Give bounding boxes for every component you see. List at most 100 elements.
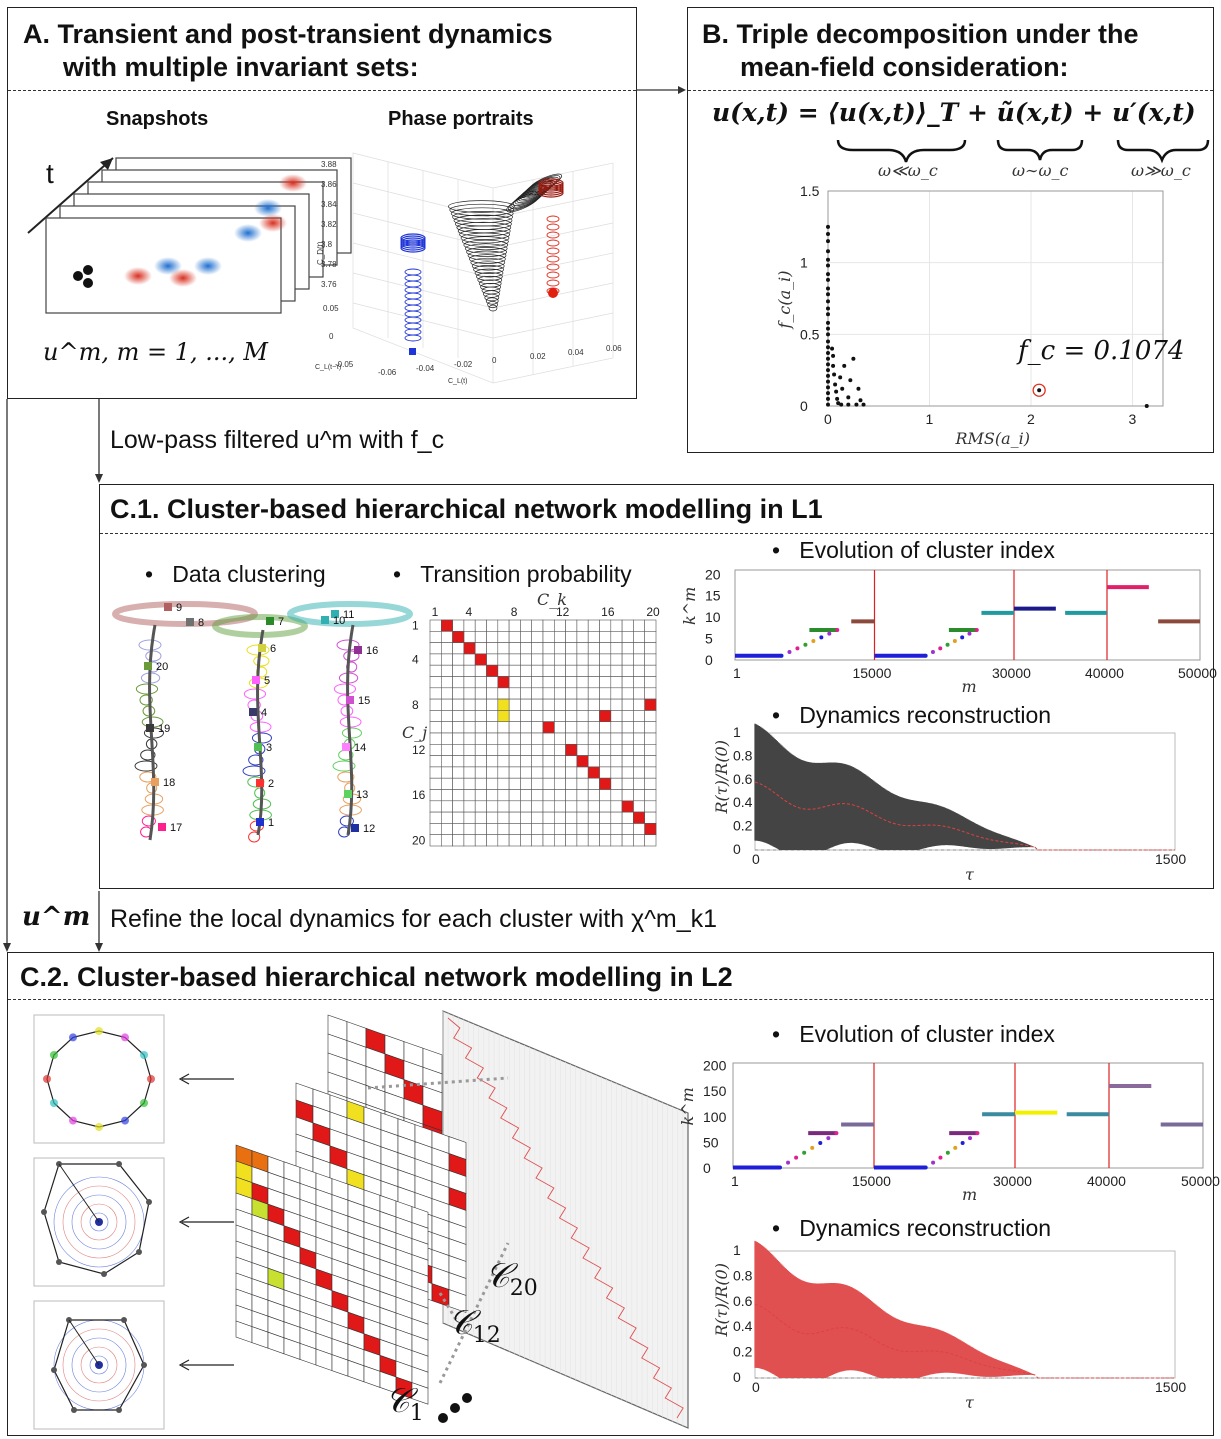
y-tick-label: 1 <box>733 1242 741 1258</box>
cluster-number: 2 <box>268 778 274 790</box>
red-orbit-loop <box>546 247 560 255</box>
matrix-cell <box>531 664 544 677</box>
matrix-cell <box>554 676 566 689</box>
matrix-cell <box>610 676 623 689</box>
transition-dot <box>779 653 784 658</box>
x-tick: -0.06 <box>378 368 397 377</box>
matrix-cell <box>520 642 533 655</box>
x-tick-label: 1 <box>733 665 741 681</box>
matrix-cell <box>508 664 521 677</box>
matrix-cell <box>440 676 453 689</box>
matrix-cell <box>520 744 533 756</box>
matrix-cell-high <box>440 619 453 632</box>
cluster-centroid <box>351 824 359 832</box>
network-node <box>121 1116 129 1125</box>
network-node <box>49 1099 58 1107</box>
panel-b-title-line1: B. Triple decomposition under the <box>702 19 1139 49</box>
matrix-cell <box>463 630 476 643</box>
matrix-cell <box>440 789 453 802</box>
cluster-loop <box>134 760 158 772</box>
matrix-cell <box>463 721 476 734</box>
orbit-ring <box>53 1176 145 1268</box>
matrix-cell <box>554 777 566 790</box>
matrix-cell <box>474 721 487 734</box>
matrix-cell <box>531 789 544 802</box>
cluster-loop <box>248 754 264 766</box>
y-tick-label: 0.8 <box>733 1267 753 1283</box>
network-node <box>95 1123 103 1131</box>
matrix-cell-mid <box>497 710 510 723</box>
matrix-cell <box>486 687 499 700</box>
cluster-number: 16 <box>366 645 378 657</box>
matrix-cell <box>531 732 544 745</box>
cluster-loop <box>332 760 356 772</box>
scatter-point <box>826 326 830 331</box>
matrix-cell <box>474 800 487 813</box>
ring-top-right <box>287 601 413 627</box>
cluster-number: 9 <box>176 602 182 614</box>
matrix-cell <box>486 789 499 802</box>
x-tick-label: 40000 <box>1087 1173 1126 1189</box>
matrix-cell <box>486 766 499 779</box>
matrix-cell <box>633 698 645 711</box>
matrix-cell <box>440 653 453 666</box>
polygon-network <box>43 1163 150 1275</box>
x-tick: 0 <box>492 356 497 365</box>
matrix-cell <box>486 676 499 689</box>
cluster-loop <box>135 683 159 695</box>
panel-c1-divider <box>100 533 1213 534</box>
vortex-blob <box>279 174 307 192</box>
matrix-cell <box>542 664 555 677</box>
matrix-cell <box>633 800 645 813</box>
matrix-cell <box>429 766 442 779</box>
centroid-path <box>148 624 157 841</box>
matrix-cell <box>508 789 521 802</box>
matrix-cell <box>565 800 578 813</box>
matrix-cell <box>486 834 499 847</box>
matrix-cell <box>644 834 657 847</box>
matrix-cell <box>610 823 623 835</box>
black-orbit-loop <box>449 203 515 217</box>
flow-arrows <box>3 399 103 952</box>
cylinder <box>83 278 93 288</box>
blue-orbit-loop <box>404 274 422 282</box>
matrix-cell <box>633 721 645 734</box>
matrix-cell <box>531 630 544 643</box>
matrix-cell <box>463 766 476 779</box>
matrix-cell <box>576 834 589 847</box>
black-orbit-loop <box>462 236 509 247</box>
matrix-cell <box>452 811 465 824</box>
matrix-cell <box>497 789 510 802</box>
matrix-cell <box>587 642 600 655</box>
matrix-cell <box>633 766 645 779</box>
matrix-cell <box>531 710 544 723</box>
matrix-cell <box>452 766 465 779</box>
matrix-cell <box>440 698 453 711</box>
matrix-cell <box>576 721 589 734</box>
mapping-arrowhead <box>178 1216 190 1228</box>
cluster-number: 10 <box>333 615 345 627</box>
matrix-cell <box>542 687 555 700</box>
matrix-cell <box>644 732 657 745</box>
matrix-cell <box>474 755 487 768</box>
cluster-loop <box>333 683 357 695</box>
matrix-cell <box>520 777 533 790</box>
transition-dot <box>819 635 824 640</box>
matrix-cell <box>565 698 578 711</box>
matrix-cell <box>440 630 453 643</box>
scatter-point <box>846 402 851 407</box>
matrix-cell <box>508 744 521 756</box>
transition-dot <box>967 631 972 636</box>
scatter-point <box>861 402 866 407</box>
scatter-point <box>835 396 840 401</box>
mean-curve <box>754 781 1175 851</box>
panel-b-title-line2: mean-field consideration: <box>740 52 1069 82</box>
matrix-cell <box>554 619 566 632</box>
scatter-point <box>1037 388 1042 393</box>
matrix-cell <box>610 642 623 655</box>
network-node <box>51 1367 57 1373</box>
matrix-cell <box>486 653 499 666</box>
cluster-number: 8 <box>198 617 204 629</box>
scatter-point <box>826 224 830 229</box>
